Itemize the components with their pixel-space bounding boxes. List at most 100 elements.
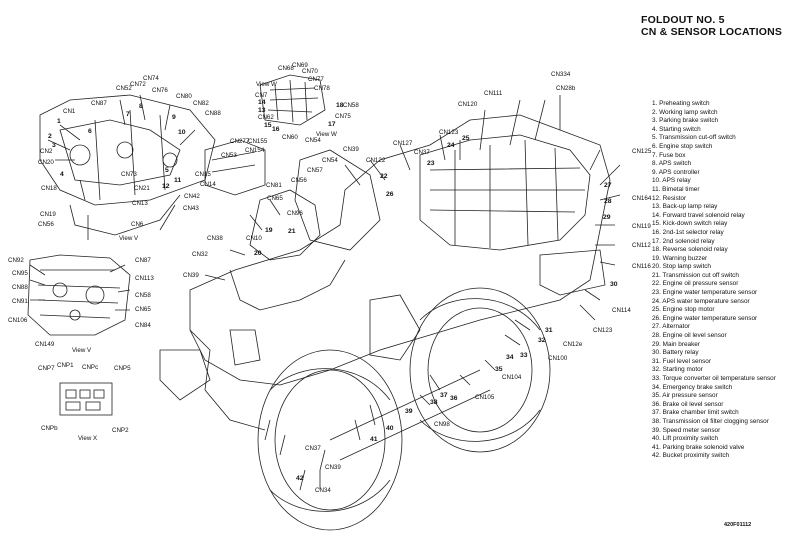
reference-code: 420F01112 — [724, 522, 752, 528]
label-cn87: CN87 — [91, 100, 107, 107]
label-cn12e: CN12e — [563, 341, 583, 348]
label-cn69: CN69 — [292, 62, 308, 69]
label-cn104: CN104 — [502, 374, 522, 381]
label-cn91: CN91 — [12, 298, 28, 305]
label-cnp2: CNP2 — [112, 427, 129, 434]
legend-item: 20. Stop lamp switch — [652, 263, 711, 271]
label-cn98: CN98 — [434, 421, 450, 428]
label-cn39-b: CN39 — [183, 272, 199, 279]
label-cn75: CN75 — [335, 113, 351, 120]
legend-item: 5. Transmission cut-off switch — [652, 134, 736, 142]
foldout-subtitle: CN & SENSOR LOCATIONS — [641, 26, 783, 38]
callout-20: 20 — [254, 250, 262, 257]
legend-item: 33. Torque converter oil temperature sen… — [652, 375, 776, 382]
label-cn39: CN39 — [343, 146, 359, 153]
view-x-caption: View X — [78, 435, 97, 442]
label-cn334: CN334 — [551, 71, 571, 78]
legend-item: 6. Engine stop switch — [652, 142, 713, 150]
legend-item: 12. Resistor — [652, 194, 687, 202]
callout-23: 23 — [427, 160, 435, 167]
foldout-title: FOLDOUT NO. 5 — [641, 14, 725, 26]
label-cn2: CN2 — [40, 148, 53, 155]
callout-13: 13 — [258, 107, 266, 114]
label-cn122: CN122 — [366, 157, 386, 164]
callout-34: 34 — [506, 354, 514, 361]
label-cnpb: CNPb — [41, 425, 58, 432]
label-cn74: CN74 — [143, 75, 159, 82]
callout-3: 3 — [52, 142, 56, 149]
label-cn58-b: CN58 — [135, 292, 151, 299]
callout-15: 15 — [264, 122, 272, 129]
legend-item: 16. 2nd-1st selector relay — [652, 228, 724, 236]
callout-25: 25 — [462, 135, 470, 142]
label-cn39-c: CN39 — [325, 464, 341, 471]
legend-item: 23. Engine water temperature sensor — [652, 289, 758, 297]
legend-item: 3. Parking brake switch — [652, 117, 719, 125]
label-cn76: CN76 — [152, 87, 168, 94]
callout-37: 37 — [440, 392, 448, 399]
callout-28: 28 — [604, 198, 612, 205]
legend-item: 15. Kick-down switch relay — [652, 220, 728, 228]
legend-item: 9. APS controller — [652, 168, 700, 176]
callout-36: 36 — [450, 395, 458, 402]
callout-32: 32 — [538, 337, 546, 344]
label-cn37: CN37 — [414, 149, 430, 156]
legend-item: 17. 2nd solenoid relay — [652, 237, 715, 245]
label-cn111: CN111 — [484, 90, 503, 97]
callout-21: 21 — [288, 228, 296, 235]
label-cn21: CN21 — [134, 185, 150, 192]
label-cn78: CN78 — [314, 85, 330, 92]
label-cn84: CN84 — [135, 322, 151, 329]
label-cn34: CN34 — [315, 487, 331, 494]
legend-item: 4. Starting switch — [652, 125, 701, 133]
view-w-caption: View W — [256, 81, 277, 88]
label-cn164: CN164 — [632, 195, 652, 202]
callout-42: 42 — [296, 475, 304, 482]
label-cn116: CN116 — [632, 263, 651, 270]
label-cn87-b: CN87 — [135, 257, 151, 264]
label-cn43: CN43 — [183, 205, 199, 212]
label-cn60: CN60 — [282, 134, 298, 141]
callout-35: 35 — [495, 366, 503, 373]
legend-item: 40. Lift proximity switch — [652, 435, 719, 443]
label-cn155: CN155 — [248, 138, 268, 145]
callout-17: 17 — [328, 121, 336, 128]
label-cn106: CN106 — [8, 317, 28, 324]
label-cn70: CN70 — [302, 68, 318, 75]
legend-item: 13. Back-up lamp relay — [652, 203, 718, 211]
callout-16: 16 — [272, 126, 280, 133]
legend-item: 42. Bucket proximity switch — [652, 452, 730, 460]
label-cn277: CN277 — [230, 138, 250, 145]
view-v-bottom-caption: View V — [72, 347, 92, 354]
label-cn20: CN20 — [38, 159, 54, 166]
legend-item: 8. APS switch — [652, 160, 692, 168]
callout-12: 12 — [162, 183, 170, 190]
label-cn1: CN1 — [63, 108, 76, 115]
label-cn88: CN88 — [205, 110, 221, 117]
label-cn38: CN38 — [207, 235, 223, 242]
callout-24: 24 — [447, 142, 455, 149]
label-cn113: CN113 — [135, 275, 154, 282]
label-cn14: CN14 — [200, 181, 216, 188]
line-art — [27, 74, 621, 531]
legend-item: 25. Engine stop motor — [652, 306, 715, 314]
callout-6: 6 — [88, 128, 92, 135]
label-cn19: CN19 — [40, 211, 56, 218]
label-cn88-b: CN88 — [12, 284, 28, 291]
legend-item: 28. Engine oil level sensor — [652, 332, 727, 340]
label-cn72: CN72 — [130, 81, 146, 88]
diagram-labels: CN74 CN52 CN72 CN76 CN87 CN80 CN1 CN2 CN… — [8, 62, 652, 494]
label-cn54: CN54 — [305, 137, 321, 144]
callout-26: 26 — [386, 191, 394, 198]
label-cn58: CN58 — [343, 102, 359, 109]
legend-item: 37. Brake chamber limit switch — [652, 409, 739, 417]
legend-item: 35. Air pressure sensor — [652, 392, 718, 400]
legend-item: 36. Brake oil level sensor — [652, 400, 724, 408]
label-cn123-b: CN123 — [593, 327, 613, 334]
label-cn81: CN81 — [266, 182, 282, 189]
callout-14: 14 — [258, 99, 266, 106]
label-cn10: CN10 — [246, 235, 262, 242]
legend-item: 11. Bimetal timer — [652, 185, 700, 193]
